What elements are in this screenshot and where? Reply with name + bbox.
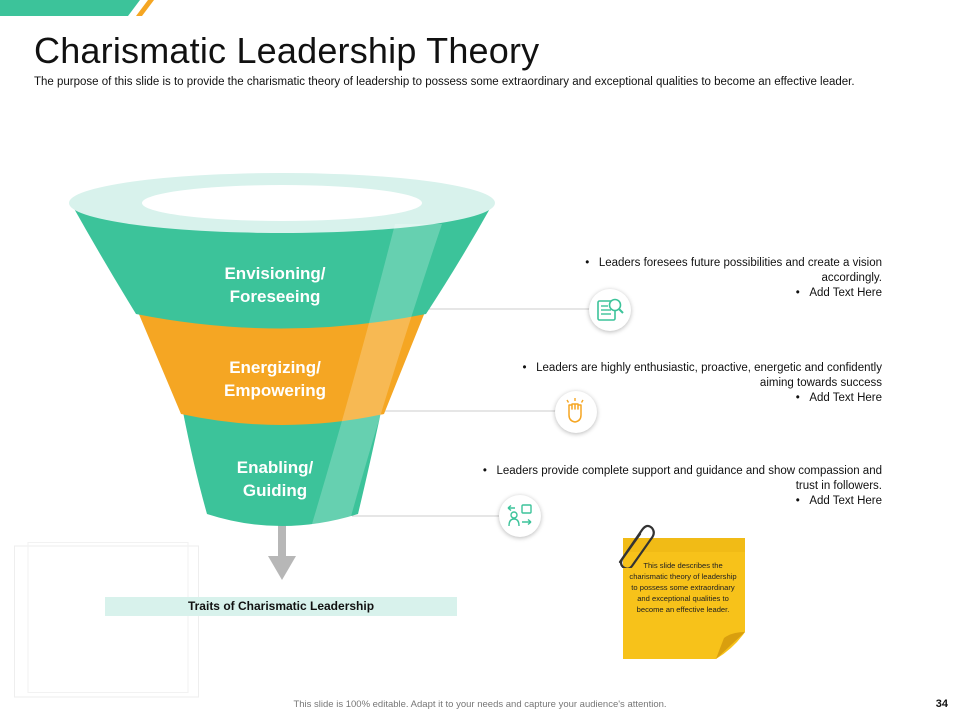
funnel-highlight [312, 224, 442, 524]
stage-3-bullet-1: Leaders provide complete support and gui… [480, 464, 882, 494]
funnel-stage-2 [138, 312, 425, 425]
stage-3-label-line1: Enabling/ [236, 458, 314, 477]
stage-3-bullet-2: Add Text Here [480, 494, 882, 509]
stage-1-label-line1: Envisioning/ [224, 264, 326, 283]
page-number: 34 [935, 698, 948, 710]
stage-3-label-line2: Guiding [242, 481, 308, 500]
paperclip-icon [618, 524, 655, 568]
funnel-caption: Traits of Charismatic Leadership [105, 597, 457, 616]
page-title: Charismatic Leadership Theory [34, 30, 540, 71]
footer-text: This slide is 100% editable. Adapt it to… [293, 699, 667, 710]
page-subtitle: The purpose of this slide is to provide … [34, 76, 855, 88]
stage-1-bullet-2: Add Text Here [530, 286, 882, 301]
stage-2-description: Leaders are highly enthusiastic, proacti… [500, 361, 882, 406]
sticky-note-text: This slide describes the charismatic the… [629, 561, 737, 614]
stage-1-label: Envisioning/ Foreseeing [175, 262, 375, 308]
stage-2-label-line1: Energizing/ [229, 358, 321, 377]
stage-3-description: Leaders provide complete support and gui… [480, 464, 882, 509]
stage-2-label-line2: Empowering [223, 381, 326, 400]
funnel-arrow-head [268, 556, 296, 580]
funnel-arrow-shaft [278, 525, 286, 558]
sticky-note [623, 538, 745, 659]
stage-1-bullet-1: Leaders foresees future possibilities an… [530, 256, 882, 286]
stage-1-label-line2: Foreseeing [229, 287, 321, 306]
stage-3-label: Enabling/ Guiding [175, 456, 375, 502]
stage-2-bullet-1: Leaders are highly enthusiastic, proacti… [500, 361, 882, 391]
top-accent-bar [0, 0, 154, 16]
decorative-frame [14, 542, 199, 698]
funnel-stage-1 [72, 205, 492, 329]
stage-2-bullet-2: Add Text Here [500, 391, 882, 406]
stage-2-label: Energizing/ Empowering [175, 356, 375, 402]
funnel-stage-3 [183, 412, 381, 526]
funnel-opening [142, 185, 422, 221]
stage-1-description: Leaders foresees future possibilities an… [530, 256, 882, 301]
